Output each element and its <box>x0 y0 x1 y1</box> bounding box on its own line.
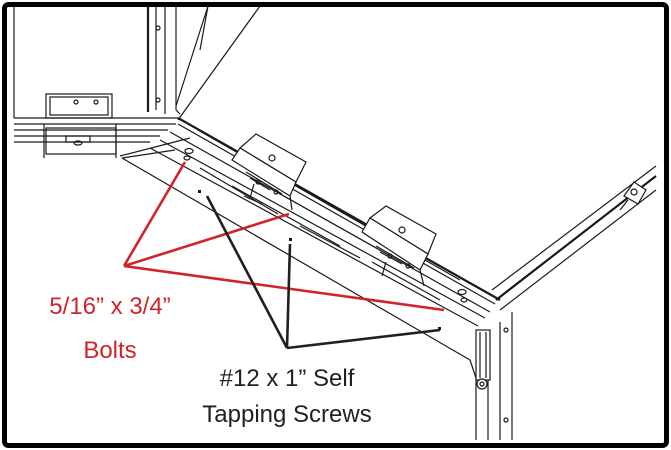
bolts-leader-lines <box>122 161 445 312</box>
left-rail <box>14 117 191 157</box>
right-wall <box>475 165 657 440</box>
screws-label-line-1: #12 x 1” Self <box>220 365 355 392</box>
bolts-label-line-1: 5/16” x 3/4” <box>49 293 170 320</box>
screws-leader-lines <box>205 195 441 350</box>
top-right-latch <box>619 181 647 211</box>
screws-label-line-2: Tapping Screws <box>202 401 371 428</box>
left-hinge <box>43 93 117 158</box>
front-rail <box>121 117 501 361</box>
bolts-label-line-2: Bolts <box>83 337 136 364</box>
hinge-bracket-1 <box>231 133 307 211</box>
hinge-bracket-2 <box>361 205 437 287</box>
left-upright-panel <box>13 6 181 118</box>
upper-right-wall <box>175 5 261 121</box>
right-hinge <box>475 329 491 390</box>
